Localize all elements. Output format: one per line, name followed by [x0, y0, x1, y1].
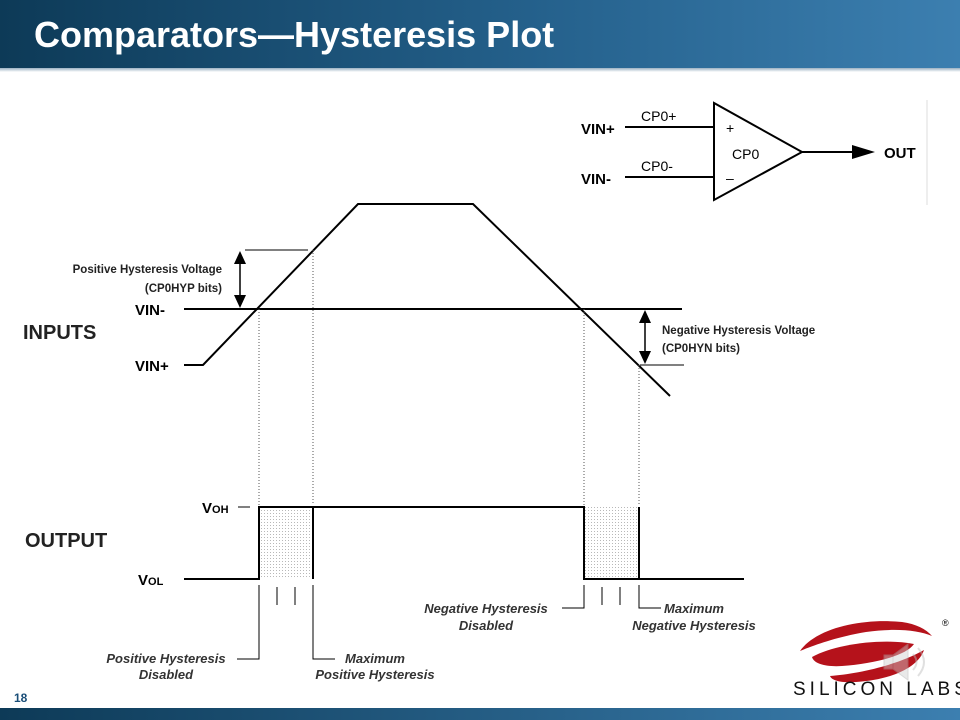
callout-positive-disabled-1: Positive Hysteresis	[106, 651, 225, 666]
voh-label: VOH	[202, 500, 229, 517]
callout-max-negative-2: Negative Hysteresis	[632, 618, 756, 633]
negative-hysteresis-label: Negative Hysteresis Voltage	[662, 325, 815, 337]
bottom-bar	[0, 708, 960, 720]
logo-text: SILICON LABS	[793, 679, 960, 700]
title-bar: Comparators—Hysteresis Plot	[0, 0, 960, 72]
inputs-label: INPUTS	[23, 322, 96, 344]
speaker-icon[interactable]	[883, 643, 925, 681]
hysteresis-diagram: INPUTS OUTPUT VIN- VIN+ VOH VOL Positive…	[23, 203, 815, 682]
page-number: 18	[14, 691, 28, 705]
comparator-output: OUT	[884, 145, 916, 162]
comparator-input-neg: VIN-	[581, 171, 611, 188]
leader-lines	[237, 585, 661, 660]
vin-plus-label: VIN+	[135, 358, 169, 375]
vin-minus-label: VIN-	[135, 302, 165, 319]
comparator-pin-neg: CP0-	[641, 158, 673, 174]
callout-max-negative-1: Maximum	[664, 601, 724, 616]
positive-hysteresis-region	[259, 507, 313, 579]
output-label: OUTPUT	[25, 530, 107, 552]
callout-max-positive-2: Positive Hysteresis	[315, 667, 434, 682]
positive-hysteresis-bits: (CP0HYP bits)	[145, 283, 222, 295]
silicon-labs-logo: ® SILICON LABS	[793, 618, 960, 700]
callout-positive-disabled-2: Disabled	[139, 667, 194, 682]
negative-hysteresis-bits: (CP0HYN bits)	[662, 343, 740, 355]
positive-hysteresis-label: Positive Hysteresis Voltage	[73, 264, 222, 276]
logo-registered-mark: ®	[942, 618, 949, 628]
comparator-input-pos: VIN+	[581, 121, 615, 138]
positive-hysteresis-arrow-icon	[234, 251, 246, 308]
slide-title: Comparators—Hysteresis Plot	[34, 14, 555, 55]
comparator-pin-pos: CP0+	[641, 108, 676, 124]
negative-hysteresis-arrow-icon	[639, 310, 651, 364]
vol-label: VOL	[138, 572, 164, 589]
callout-negative-disabled-2: Disabled	[459, 618, 514, 633]
negative-hysteresis-region	[584, 507, 639, 579]
comparator-plus-sign: +	[726, 120, 734, 136]
comparator-name: CP0	[732, 146, 759, 162]
output-arrow-icon	[852, 145, 875, 159]
callout-negative-disabled-1: Negative Hysteresis	[424, 601, 548, 616]
comparator-triangle	[713, 101, 805, 202]
comparator-symbol: VIN+ VIN- CP0+ CP0- + – CP0 OUT	[581, 100, 928, 205]
callout-max-positive-1: Maximum	[345, 651, 405, 666]
transition-guides	[258, 250, 640, 505]
vin-plus-trace	[184, 203, 671, 397]
comparator-minus-sign: –	[726, 170, 734, 186]
